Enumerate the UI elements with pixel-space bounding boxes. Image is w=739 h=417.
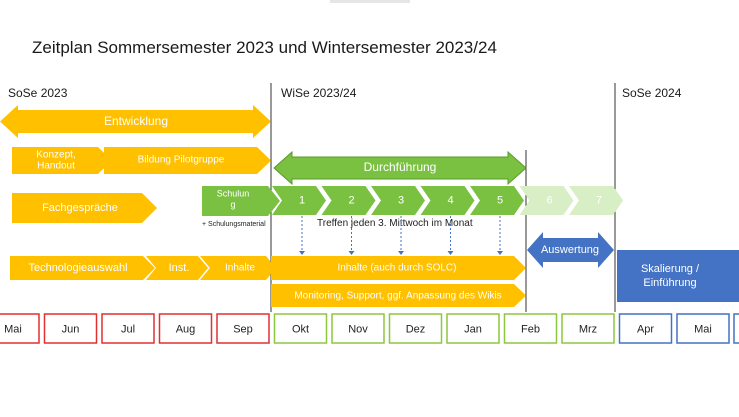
konzept-arrow bbox=[12, 147, 112, 174]
month-box bbox=[101, 313, 155, 344]
technologieauswahl-label: Technologieauswahl bbox=[28, 262, 127, 274]
treffen-connector-head bbox=[348, 251, 355, 255]
month-box bbox=[388, 313, 443, 344]
durchfuehrung-arrow bbox=[273, 150, 527, 186]
month-label: Mai bbox=[4, 323, 22, 335]
month-label: Nov bbox=[348, 323, 368, 335]
treffen-connector-head bbox=[497, 251, 503, 255]
month-box-partial bbox=[733, 313, 739, 344]
fachgespraeche-arrow bbox=[12, 193, 157, 223]
month-label: Okt bbox=[292, 323, 309, 335]
month-label: Dez bbox=[406, 323, 426, 335]
treffen-chevron bbox=[420, 186, 475, 215]
month-box bbox=[331, 313, 385, 344]
fachgespraeche-label: Fachgespräche bbox=[42, 202, 118, 214]
month-label: Sep bbox=[233, 323, 253, 335]
entwicklung-arrow bbox=[0, 105, 271, 138]
month-label: Feb bbox=[521, 323, 540, 335]
month-label: Jan bbox=[464, 323, 482, 335]
konzept-label: Konzept,Handout bbox=[36, 149, 75, 171]
month-box bbox=[503, 313, 558, 344]
treffen-connector-head bbox=[398, 251, 404, 255]
month-label: Mrz bbox=[579, 323, 597, 335]
month-label: Mai bbox=[694, 323, 712, 335]
top-edge-bar bbox=[330, 0, 410, 3]
month-box bbox=[216, 313, 270, 344]
faded-chevron bbox=[519, 186, 574, 215]
month-box bbox=[446, 313, 500, 344]
auswertung-label: Auswertung bbox=[541, 244, 599, 256]
month-label: Aug bbox=[176, 323, 196, 335]
page-title: Zeitplan Sommersemester 2023 und Winters… bbox=[32, 38, 497, 57]
month-box bbox=[561, 313, 615, 344]
month-box bbox=[158, 313, 213, 344]
month-label: Jun bbox=[62, 323, 80, 335]
treffen-chevron-number: 3 bbox=[398, 194, 404, 206]
faded-chevron-number: 7 bbox=[596, 194, 602, 206]
bildung-label: Bildung Pilotgruppe bbox=[138, 155, 225, 166]
month-box bbox=[43, 313, 98, 344]
skalierung-arrow-head bbox=[705, 250, 739, 302]
inhalte-chevron bbox=[200, 256, 276, 280]
skalierung-label: Skalierung /Einführung bbox=[641, 263, 700, 289]
treffen-chevron-number: 4 bbox=[447, 194, 453, 206]
treffen-note: Treffen jeden 3. Mittwoch im Monat bbox=[317, 218, 473, 229]
inst-label: Inst. bbox=[169, 262, 190, 274]
technologieauswahl-arrow bbox=[10, 256, 155, 280]
month-box bbox=[618, 313, 673, 344]
treffen-chevron-number: 1 bbox=[299, 194, 305, 206]
inhalte-label: Inhalte bbox=[225, 263, 255, 274]
faded-chevron bbox=[569, 186, 623, 215]
schulungsmaterial-note: + Schulungsmaterial bbox=[202, 221, 266, 228]
faded-chevron-number: 6 bbox=[546, 194, 552, 206]
treffen-chevron bbox=[321, 186, 376, 215]
schulung-arrow bbox=[202, 186, 280, 216]
month-box bbox=[676, 313, 730, 344]
semester-label-sose2024: SoSe 2024 bbox=[622, 86, 682, 100]
month-box bbox=[0, 313, 40, 344]
treffen-chevron-number: 2 bbox=[348, 194, 354, 206]
treffen-connector-head bbox=[447, 251, 454, 255]
monitoring-label: Monitoring, Support, ggf. Anpassung des … bbox=[294, 291, 501, 302]
entwicklung-label: Entwicklung bbox=[104, 114, 168, 128]
inst-chevron bbox=[146, 256, 208, 280]
treffen-chevron bbox=[470, 186, 524, 215]
auswertung-arrow bbox=[527, 232, 614, 268]
treffen-chevron-number: 5 bbox=[497, 194, 503, 206]
inhalte-solc-arrow bbox=[271, 256, 526, 280]
monitoring-arrow bbox=[271, 284, 526, 307]
month-label: Apr bbox=[637, 323, 654, 335]
inhalte-solc-label: Inhalte (auch durch SOLC) bbox=[338, 263, 457, 274]
bildung-arrow bbox=[104, 147, 271, 174]
treffen-chevron bbox=[272, 186, 326, 215]
treffen-chevron bbox=[371, 186, 425, 215]
durchfuehrung-label: Durchführung bbox=[364, 160, 437, 174]
month-label: Jul bbox=[121, 323, 135, 335]
semester-label-wise2023: WiSe 2023/24 bbox=[281, 86, 357, 100]
semester-label-sose2023: SoSe 2023 bbox=[8, 86, 68, 100]
month-box bbox=[273, 313, 328, 344]
treffen-connector-head bbox=[299, 251, 305, 255]
